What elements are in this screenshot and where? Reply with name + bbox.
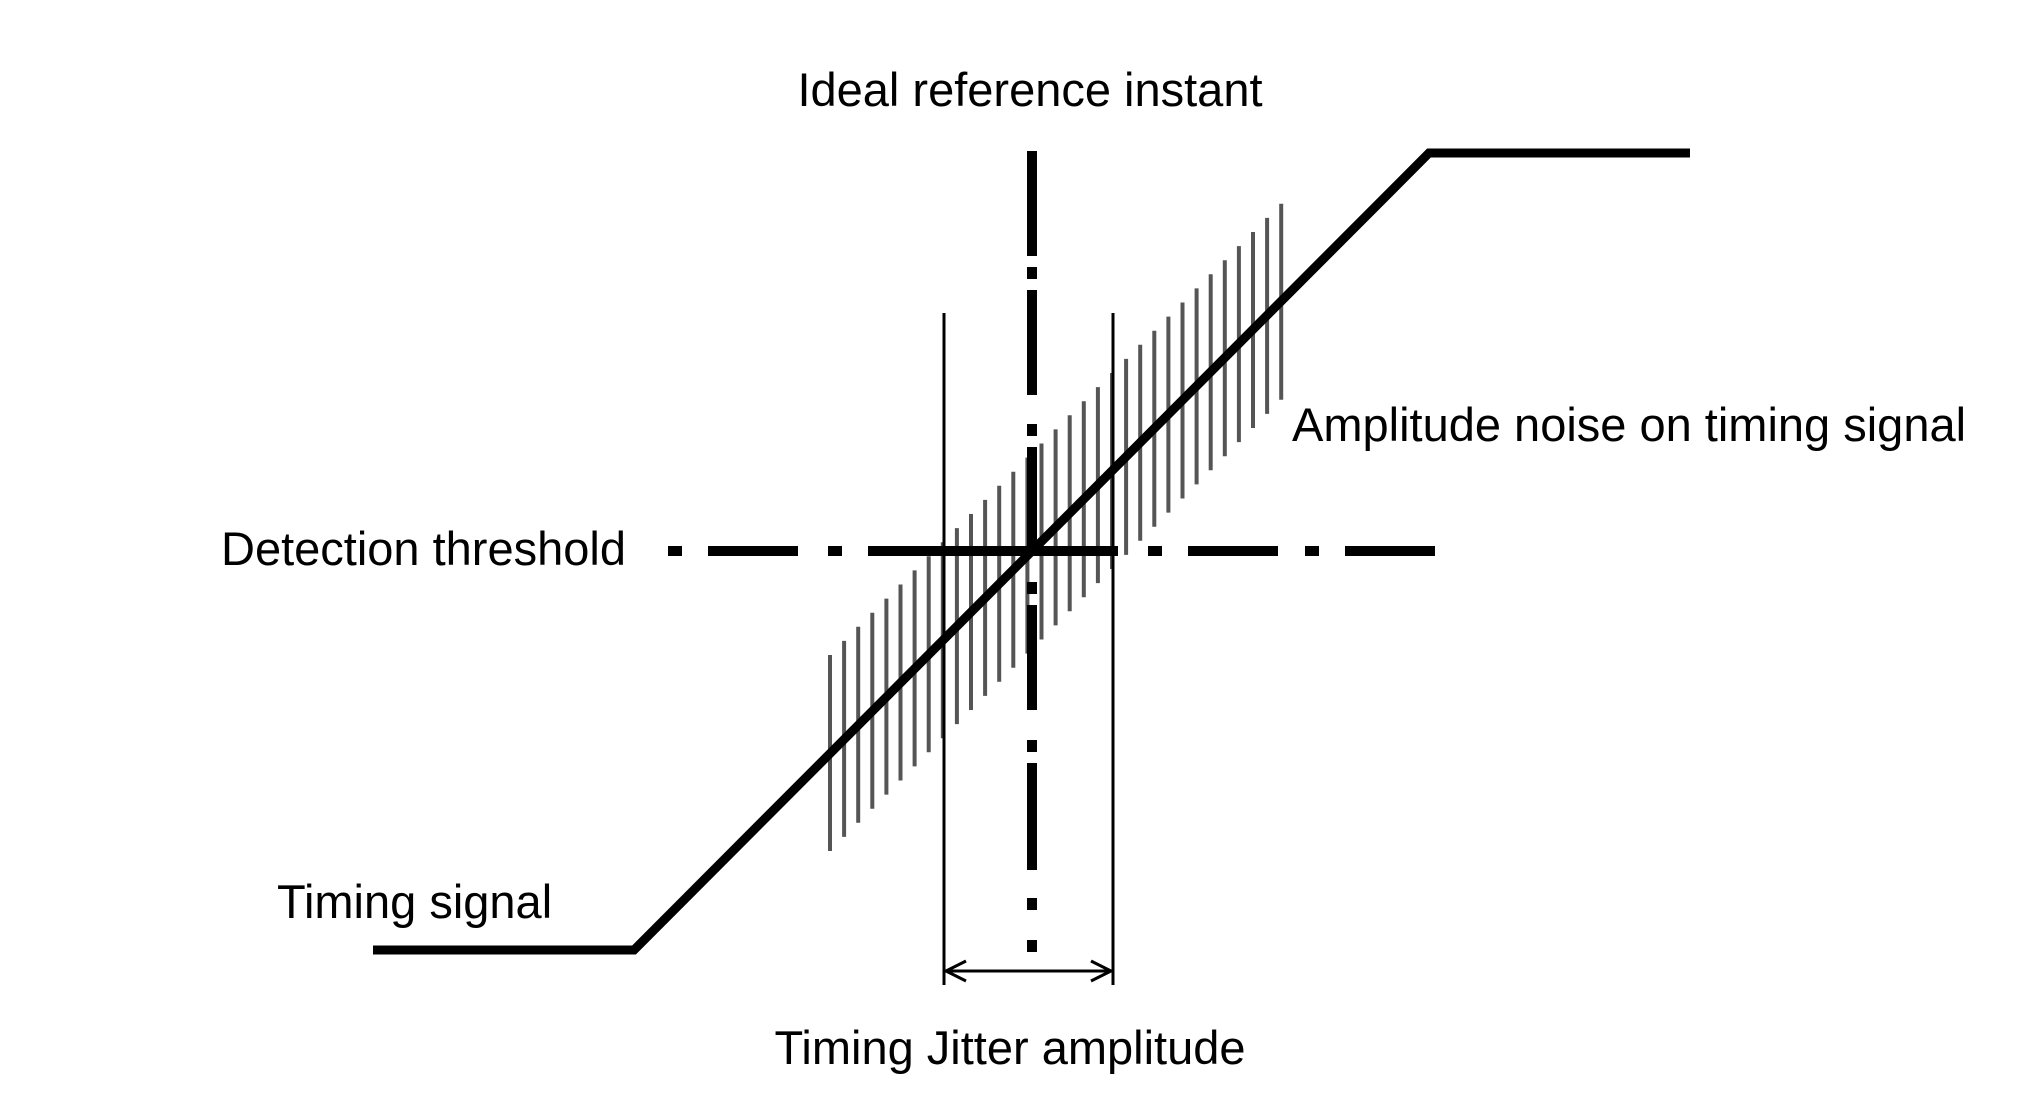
ideal-reference-instant-label: Ideal reference instant bbox=[797, 63, 1262, 116]
jitter-amplitude-arrow bbox=[942, 959, 1115, 983]
timing-signal-label: Timing signal bbox=[277, 875, 552, 928]
detection-threshold-label: Detection threshold bbox=[221, 522, 626, 575]
timing-jitter-amplitude-label: Timing Jitter amplitude bbox=[774, 1021, 1245, 1074]
amplitude-noise-label: Amplitude noise on timing signal bbox=[1292, 398, 1966, 451]
